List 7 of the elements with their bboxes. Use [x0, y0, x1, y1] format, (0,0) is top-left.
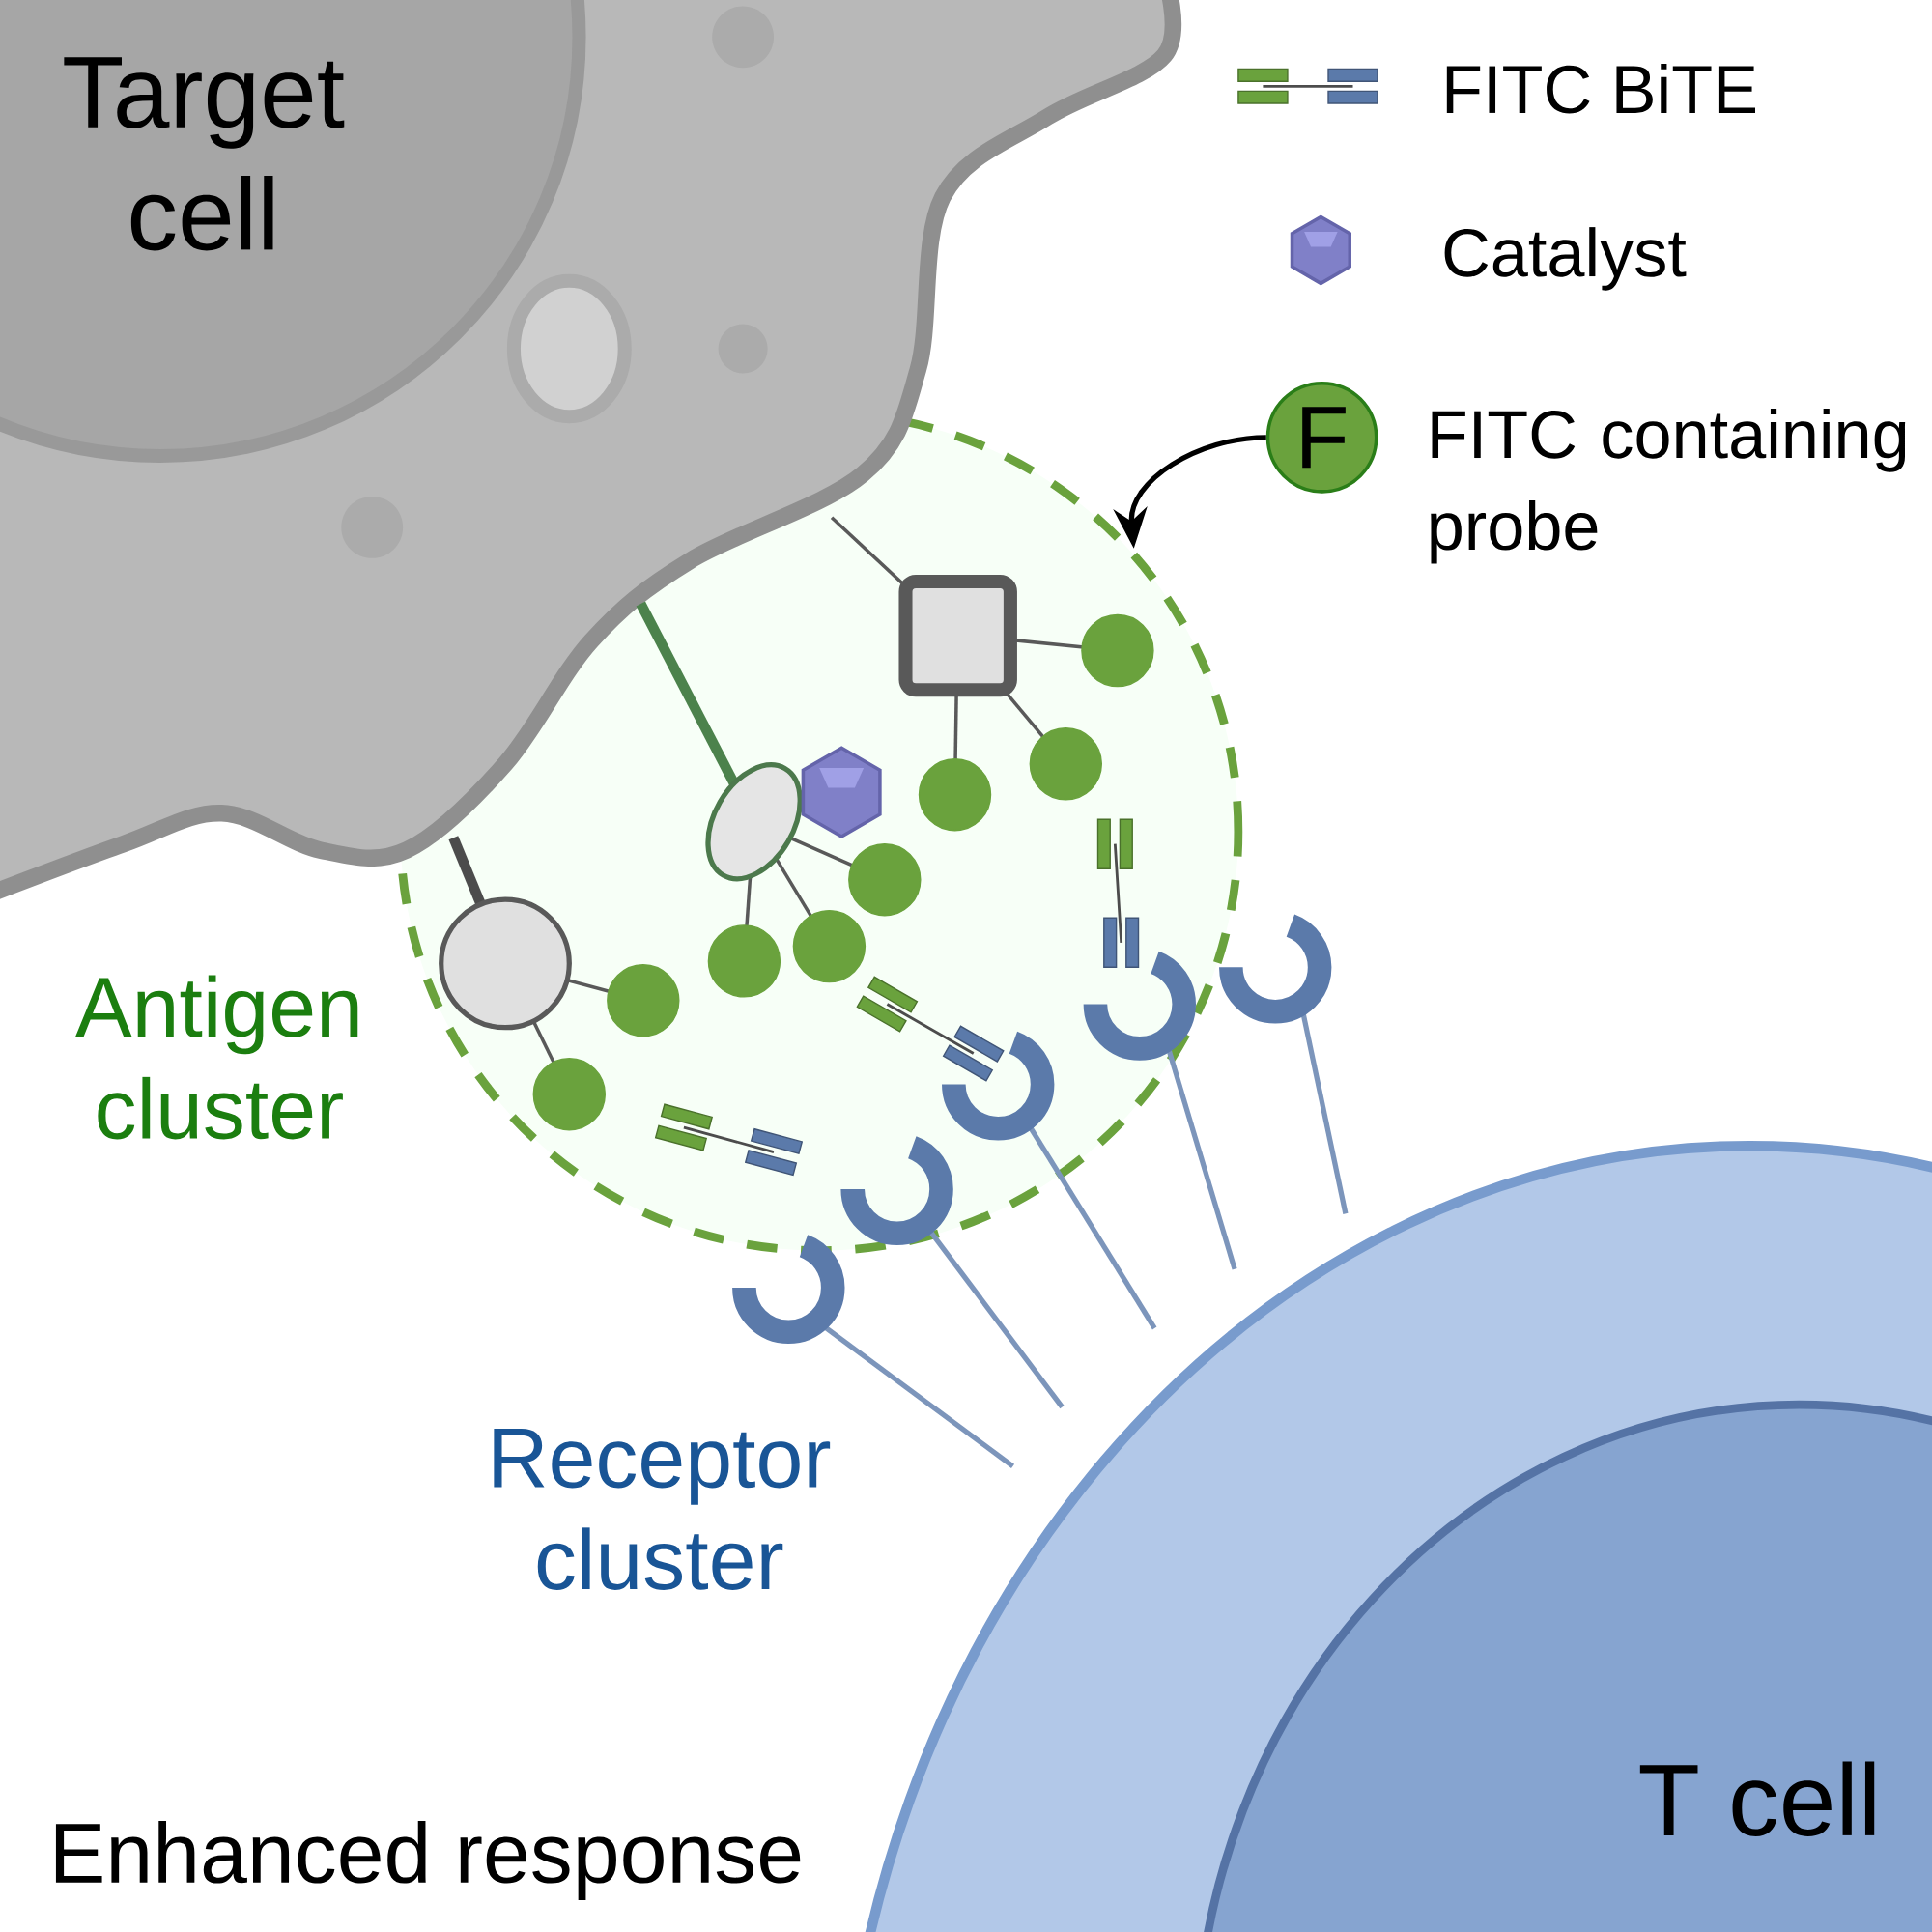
node-label: FITC containing probe	[1431, 409, 1906, 564]
legend-label: Catalyst	[1444, 227, 1687, 291]
legend-label: FITC BiTE	[1446, 63, 1755, 114]
cluster-label: Receptor cluster	[494, 1429, 831, 1590]
t-cell: T cell	[833, 1140, 1932, 1932]
node-label: Antigen cluster	[75, 975, 358, 1140]
target-cell: Target cell	[0, 0, 1182, 908]
